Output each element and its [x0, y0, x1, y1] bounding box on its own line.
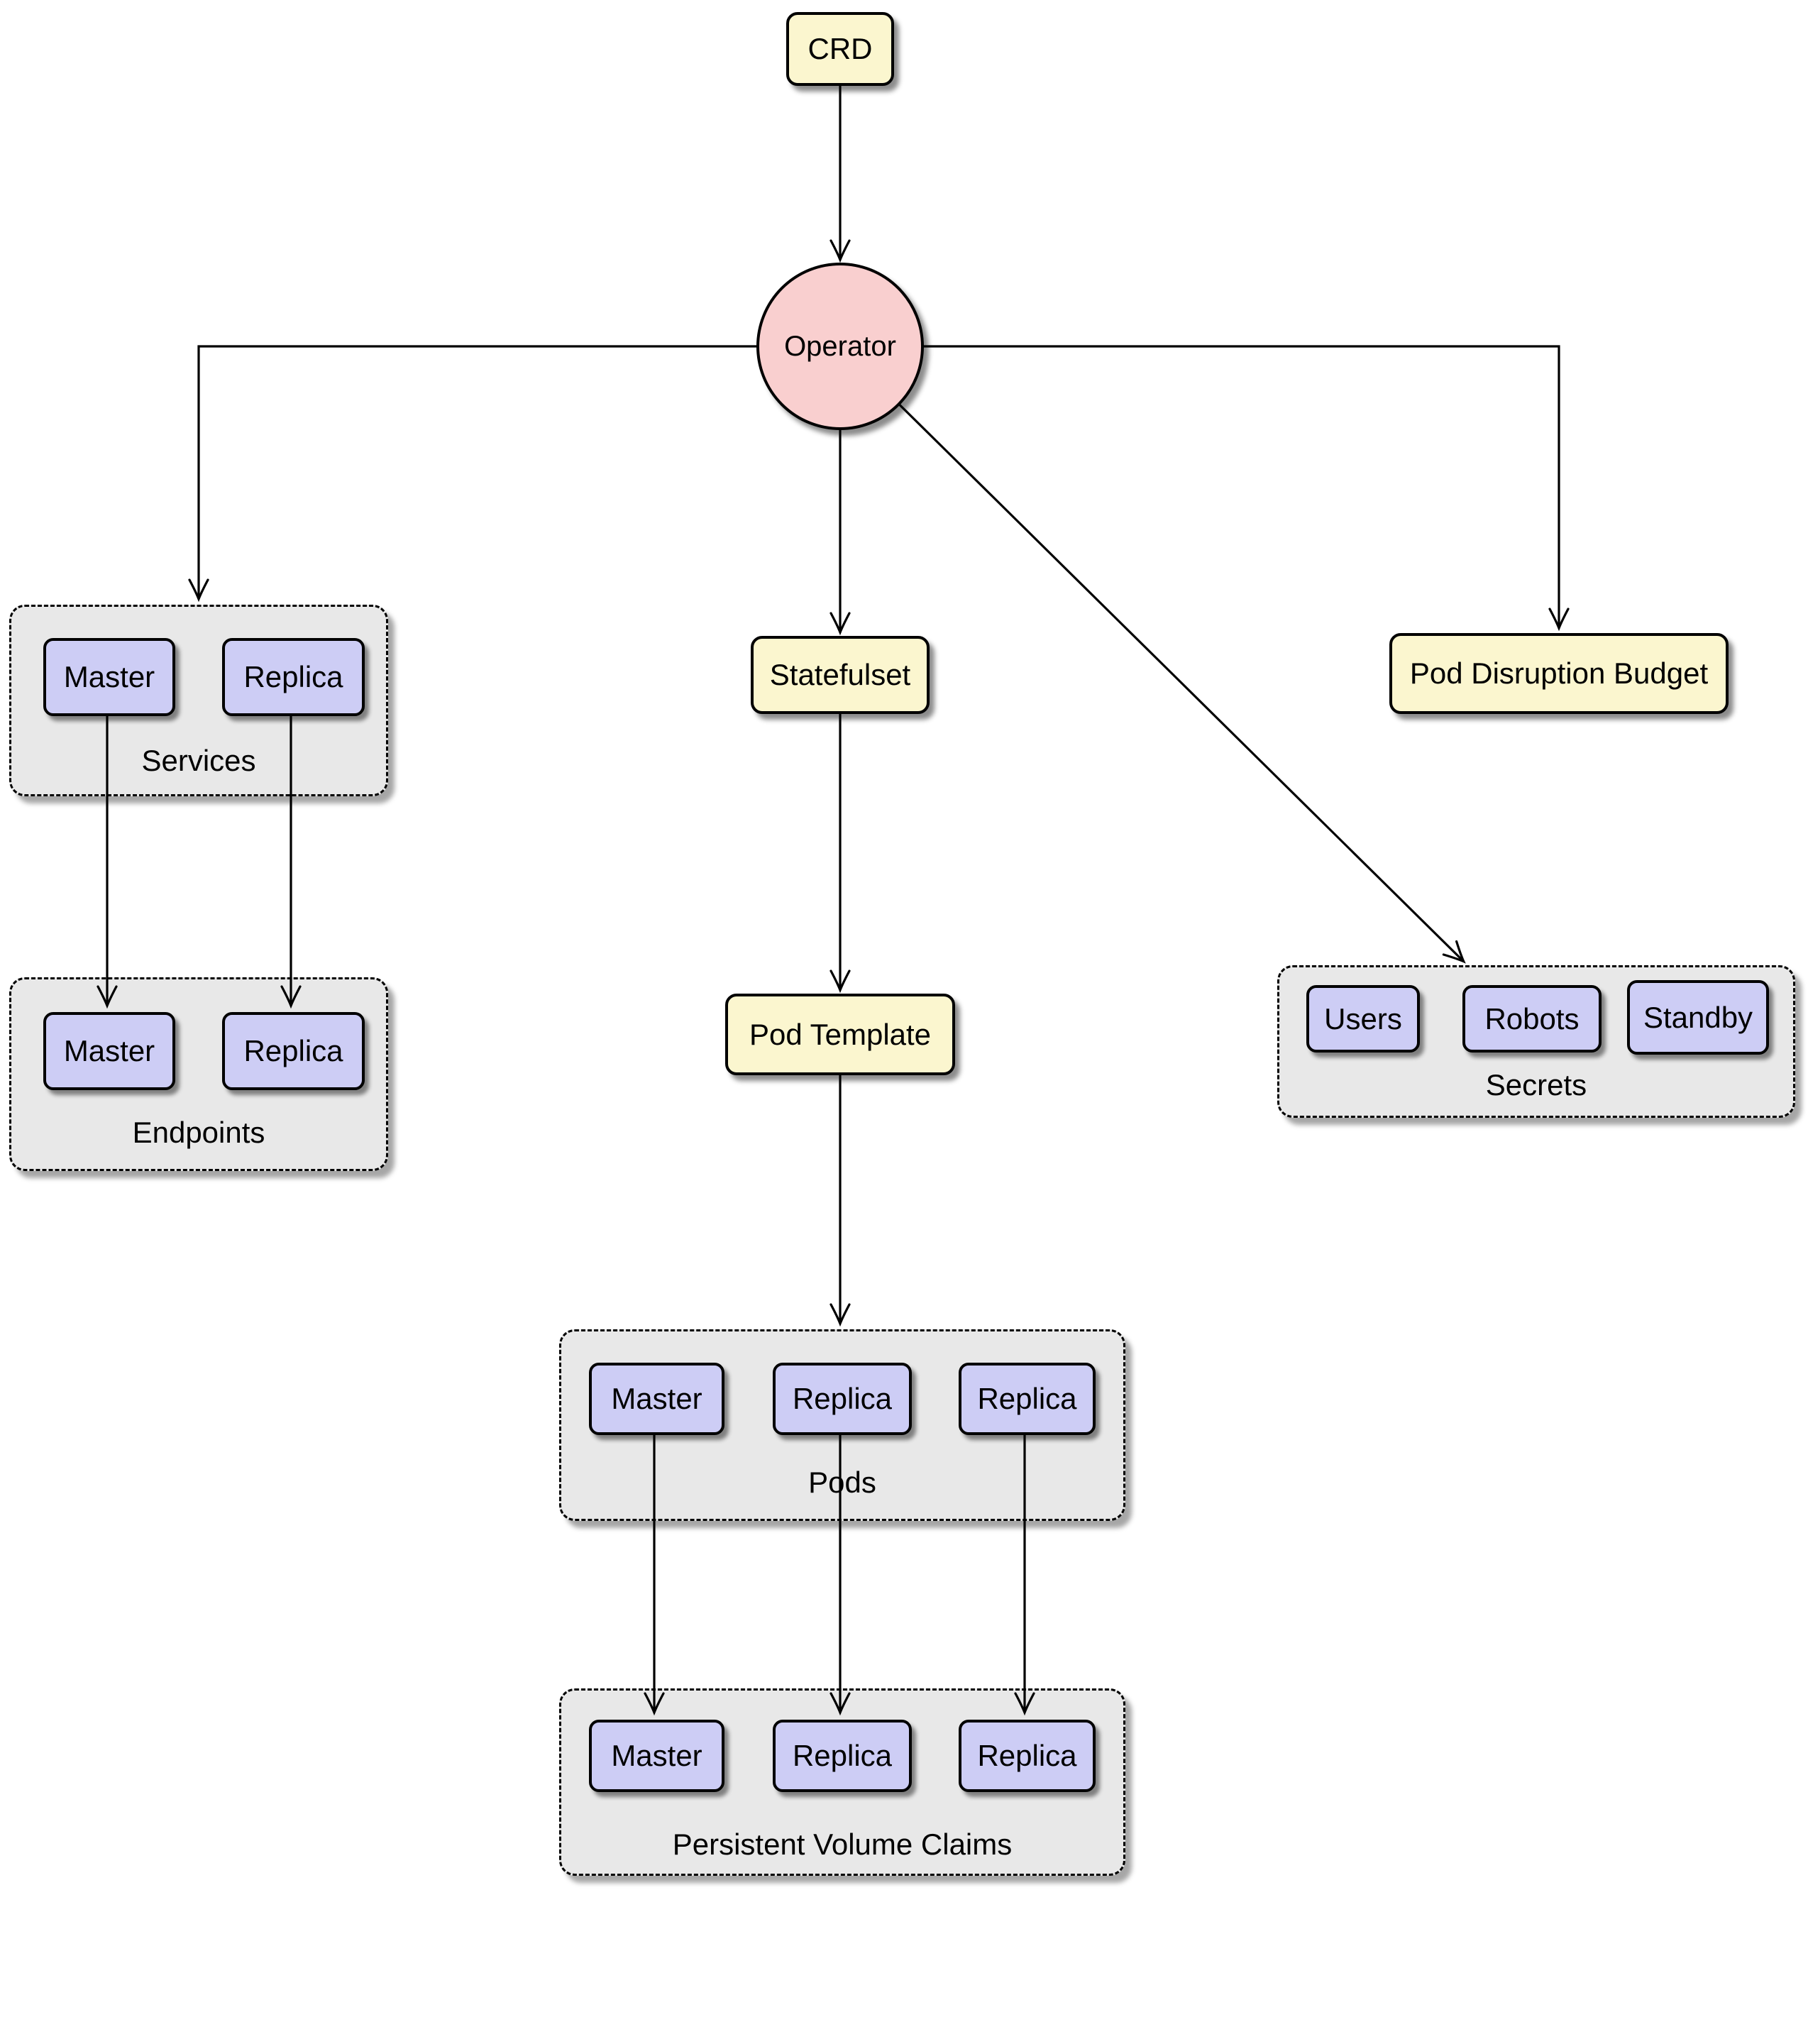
group-endpoints: Master Replica Endpoints: [9, 977, 388, 1171]
node-statefulset-label: Statefulset: [769, 658, 911, 691]
node-pods-replica-1-label: Replica: [792, 1382, 893, 1415]
node-pod-disruption-budget: Pod Disruption Budget: [1389, 633, 1729, 714]
node-endpoints-replica: Replica: [222, 1012, 365, 1090]
node-endpoints-replica-label: Replica: [243, 1034, 343, 1067]
node-pods-master-label: Master: [611, 1382, 702, 1415]
group-secrets: Users Robots Standby Secrets: [1277, 965, 1795, 1118]
group-endpoints-label: Endpoints: [132, 1116, 265, 1149]
node-crd: CRD: [786, 12, 894, 86]
node-services-master: Master: [43, 638, 175, 716]
node-pods-replica-1: Replica: [773, 1363, 912, 1435]
edge-operator-secrets: [871, 377, 1466, 964]
node-pvc-replica-1: Replica: [773, 1720, 912, 1792]
group-pods: Master Replica Replica Pods: [559, 1329, 1125, 1521]
node-pvc-master: Master: [589, 1720, 724, 1792]
group-services: Master Replica Services: [9, 605, 388, 796]
node-secrets-robots: Robots: [1462, 985, 1602, 1053]
node-endpoints-master: Master: [43, 1012, 175, 1090]
group-services-label: Services: [141, 744, 256, 777]
node-secrets-robots-label: Robots: [1484, 1001, 1580, 1035]
node-pvc-replica-1-label: Replica: [792, 1739, 893, 1772]
node-pods-master: Master: [589, 1363, 724, 1435]
node-pods-replica-2: Replica: [959, 1363, 1096, 1435]
node-statefulset: Statefulset: [751, 636, 930, 714]
node-pvc-replica-2: Replica: [959, 1720, 1096, 1792]
group-secrets-label: Secrets: [1485, 1068, 1587, 1101]
node-services-master-label: Master: [63, 660, 155, 693]
node-pods-replica-2-label: Replica: [977, 1382, 1077, 1415]
node-secrets-standby: Standby: [1627, 980, 1769, 1055]
node-pvc-master-label: Master: [611, 1739, 702, 1772]
node-crd-label: CRD: [807, 32, 873, 65]
node-secrets-standby-label: Standby: [1643, 1000, 1753, 1034]
node-services-replica: Replica: [222, 638, 365, 716]
node-secrets-users: Users: [1306, 985, 1420, 1053]
node-pod-disruption-budget-label: Pod Disruption Budget: [1409, 656, 1709, 690]
group-persistent-volume-claims: Master Replica Replica Persistent Volume…: [559, 1688, 1125, 1876]
group-pods-label: Pods: [808, 1466, 876, 1499]
node-operator-label: Operator: [784, 331, 896, 362]
node-endpoints-master-label: Master: [63, 1034, 155, 1067]
node-services-replica-label: Replica: [243, 660, 343, 693]
node-operator: Operator: [756, 263, 924, 430]
node-pod-template: Pod Template: [725, 994, 955, 1075]
edge-operator-pod-disruption-budget: [886, 345, 1570, 632]
node-pod-template-label: Pod Template: [749, 1017, 932, 1051]
node-secrets-users-label: Users: [1324, 1001, 1402, 1035]
group-persistent-volume-claims-label: Persistent Volume Claims: [672, 1828, 1013, 1861]
edge-operator-services: [188, 345, 795, 603]
node-pvc-replica-2-label: Replica: [977, 1739, 1077, 1772]
